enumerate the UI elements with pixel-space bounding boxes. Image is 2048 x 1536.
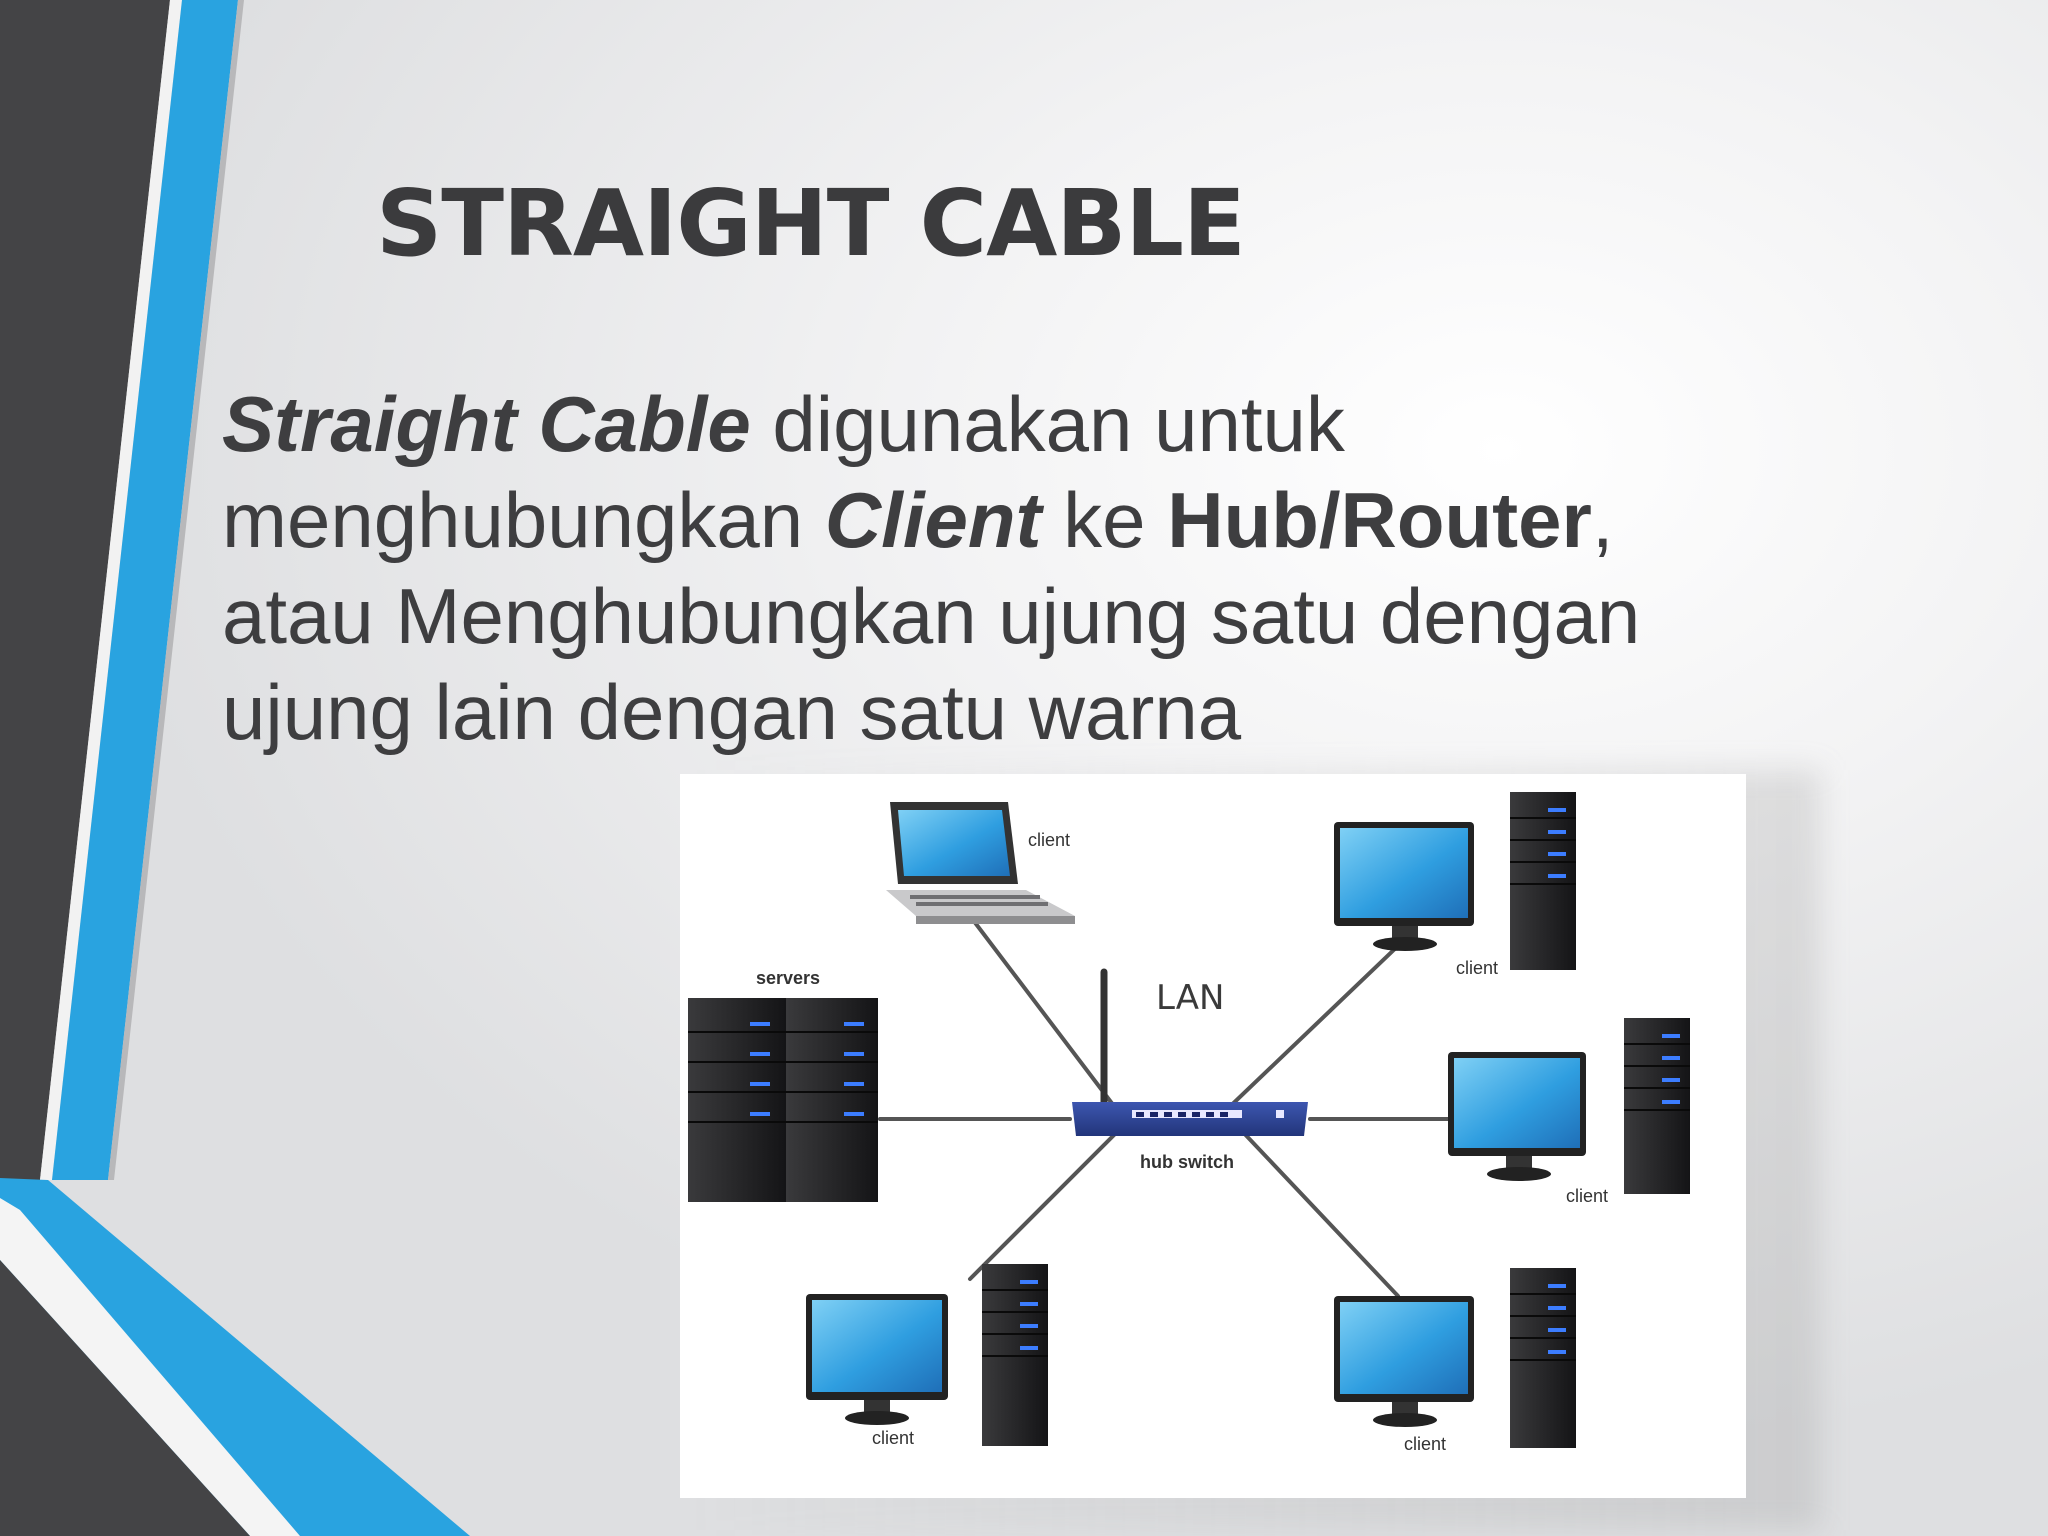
term-hub-router: Hub/Router — [1167, 476, 1592, 564]
white-gap-stripe — [40, 0, 182, 1180]
client-label-bottom-right: client — [1404, 1434, 1447, 1454]
desktop-client-top-right — [1334, 792, 1576, 970]
cable-laptop — [968, 914, 1122, 1116]
white-stripe-bottom — [0, 1198, 300, 1536]
body-text-part-1: digunakan untuk menghubungkan — [222, 380, 1345, 564]
cable-client-bottom-left — [968, 1127, 1122, 1281]
network-diagram-drawing — [688, 792, 1690, 1448]
client-label-top-right: client — [1456, 958, 1499, 978]
desktop-client-bottom-left — [806, 1264, 1048, 1446]
hub-switch-label: hub switch — [1140, 1152, 1234, 1172]
hub-switch — [1072, 968, 1308, 1136]
slide-title: STRAIGHT CABLE — [376, 170, 1246, 277]
cable-client-bottom-right — [1238, 1127, 1400, 1298]
desktop-client-bottom-right — [1334, 1268, 1576, 1448]
client-label-right: client — [1566, 1186, 1609, 1206]
servers-label: servers — [756, 968, 821, 988]
thin-gray-line — [108, 0, 244, 1180]
desktop-client-right — [1448, 1018, 1690, 1194]
lan-label: LAN — [1156, 978, 1225, 1018]
dark-stripe-left — [0, 0, 170, 1180]
body-text-part-3: , atau Menghubungkan ujung satu dengan u… — [222, 476, 1641, 756]
dark-stripe-bottom — [0, 1260, 250, 1536]
network-diagram: LAN hub switch servers client client cli… — [680, 774, 1746, 1498]
term-straight-cable: Straight Cable — [222, 380, 751, 468]
cables — [878, 914, 1450, 1298]
laptop-client — [886, 802, 1075, 924]
body-paragraph: Straight Cable digunakan untuk menghubun… — [222, 376, 1782, 760]
blue-stripe-left — [52, 0, 238, 1180]
body-text-part-2: ke — [1041, 476, 1168, 564]
cable-client-top-right — [1218, 942, 1402, 1118]
client-label-laptop: client — [1028, 830, 1071, 850]
servers — [688, 998, 878, 1202]
client-label-bottom-left: client — [872, 1428, 915, 1448]
term-client: Client — [824, 476, 1042, 564]
